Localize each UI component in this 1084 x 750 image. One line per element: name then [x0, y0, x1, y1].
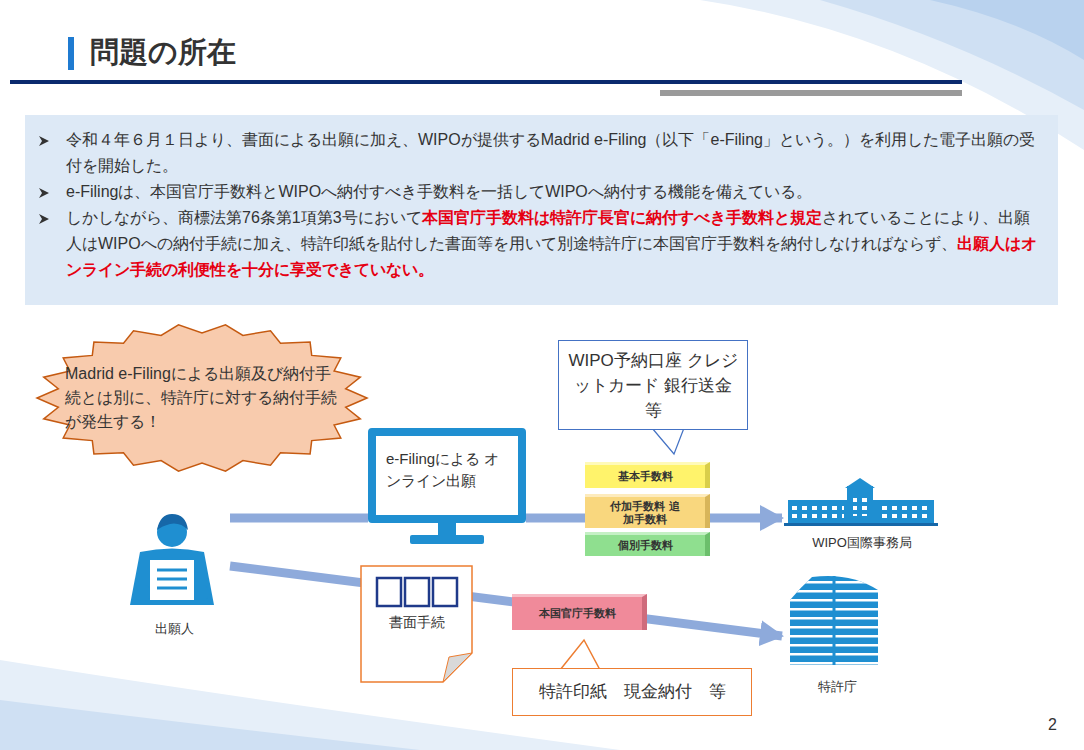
- body-text: 令和４年６月１日より、書面による出願に加え、WIPOが提供するMadrid e-…: [66, 131, 1035, 174]
- bullet-paragraph: しかしながら、商標法第76条第1項第3号において本国官庁手数料は特許庁長官に納付…: [25, 205, 1040, 283]
- monitor-neck: [438, 521, 456, 536]
- person-icon: [130, 514, 214, 605]
- bullet-paragraph: 令和４年６月１日より、書面による出願に加え、WIPOが提供するMadrid e-…: [25, 127, 1040, 179]
- swoosh-top: [930, 0, 1084, 60]
- starburst-callout: Madrid e-Filingによる出願及び納付手続とは別に、特許庁に対する納付…: [35, 322, 369, 474]
- callout-box: 特許印紙 現金納付 等: [512, 668, 752, 716]
- note-panel: 令和４年６月１日より、書面による出願に加え、WIPOが提供するMadrid e-…: [25, 115, 1058, 305]
- fee-box: 個別手数料: [585, 532, 710, 556]
- bullet-arrow: [38, 187, 50, 199]
- applicant: 出願人: [118, 510, 230, 637]
- jpo-building-icon: [790, 576, 878, 665]
- emphasis-text: 本国官庁手数料は特許庁長官に納付すべき手数料と規定: [422, 209, 822, 226]
- title-rule-grey: [660, 90, 962, 96]
- node-label: e-Filingによる オンライン出願: [386, 448, 512, 492]
- swoosh-bottom: [0, 700, 420, 750]
- callout-box: WIPO予納口座 クレジットカード 銀行送金 等: [558, 340, 748, 430]
- title-rule: [10, 80, 962, 84]
- jpo-office: 特許庁: [782, 570, 892, 695]
- monitor-base: [410, 535, 484, 544]
- bullet-arrow: [38, 135, 50, 147]
- node-label: 個別手数料: [618, 539, 673, 552]
- node-label: 付加手数料 追加手数料: [605, 500, 685, 526]
- node-label: 基本手数料: [618, 470, 673, 483]
- node-label: WIPO予納口座 クレジットカード 銀行送金 等: [565, 348, 741, 423]
- monitor-screen: e-Filingによる オンライン出願: [368, 428, 526, 523]
- wipo-building-icon: [784, 478, 938, 526]
- node-label: 特許印紙 現金納付 等: [539, 681, 726, 703]
- node-label: WIPO国際事務局: [812, 534, 912, 551]
- callout-tail: [652, 428, 684, 454]
- flow-arrow: [230, 514, 368, 523]
- wipo-office: WIPO国際事務局: [782, 476, 942, 551]
- fee-box: 基本手数料: [585, 462, 710, 488]
- node-label: 書面手続: [389, 613, 445, 631]
- node-label: 本国官庁手数料: [539, 607, 616, 620]
- page-number: 2: [1048, 716, 1057, 734]
- paper-document: 書面手続: [360, 565, 473, 683]
- body-text: しかしながら、商標法第76条第1項第3号において: [66, 209, 422, 226]
- page-title: 問題の所在: [90, 33, 236, 73]
- bullet-arrow: [38, 213, 50, 225]
- body-text: e-Filingは、本国官庁手数料とWIPOへ納付すべき手数料を一括してWIPO…: [66, 183, 812, 200]
- title-accent: [68, 37, 74, 70]
- node-label: Madrid e-Filingによる出願及び納付手続とは別に、特許庁に対する納付…: [65, 362, 339, 434]
- fee-box: 付加手数料 追加手数料: [585, 494, 710, 528]
- node-label: 出願人: [155, 620, 194, 637]
- bullet-paragraph: e-Filingは、本国官庁手数料とWIPOへ納付すべき手数料を一括してWIPO…: [25, 179, 1040, 205]
- node-label: 特許庁: [818, 678, 857, 695]
- callout-tail: [560, 640, 600, 670]
- fee-box: 本国官庁手数料: [512, 594, 647, 630]
- flow-arrow: [230, 566, 782, 636]
